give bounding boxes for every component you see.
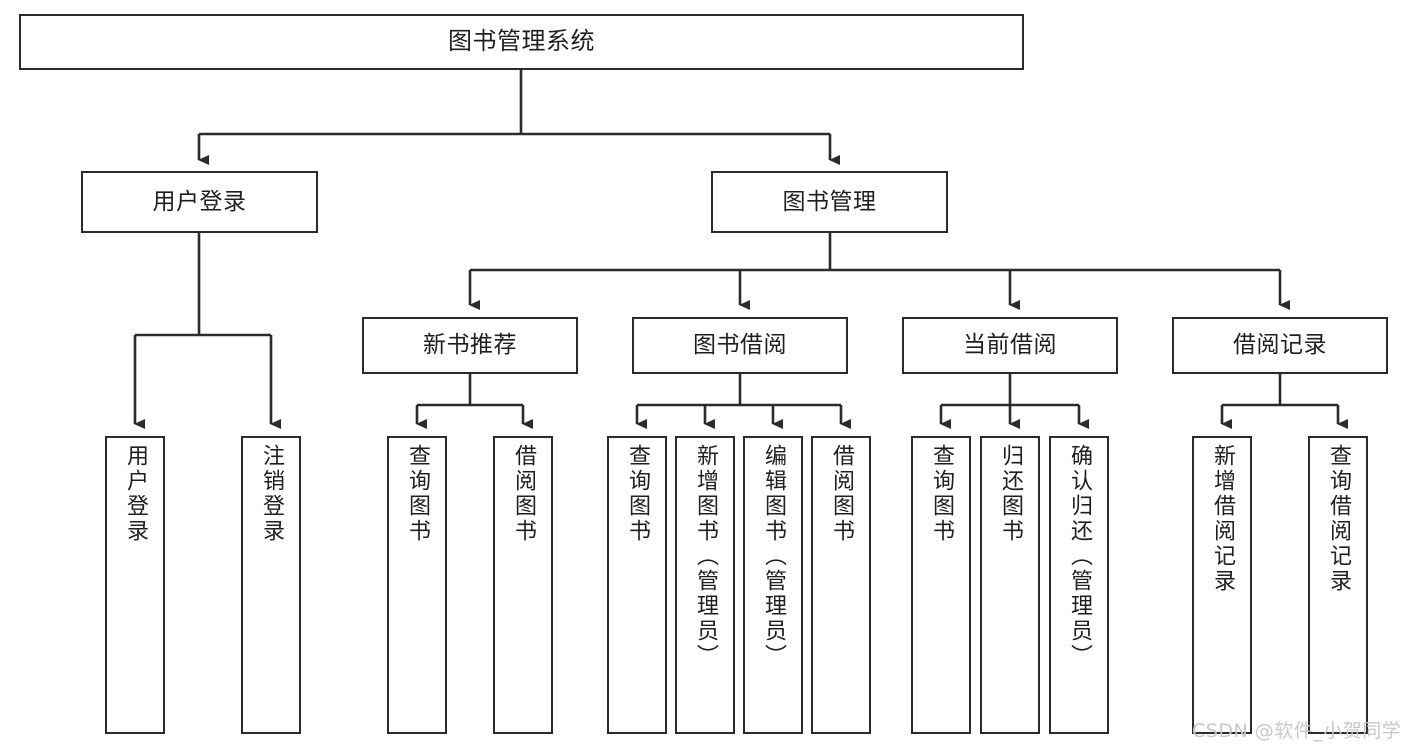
leaf-current-borrow-query[interactable]: 查询图书 [911, 436, 971, 734]
leaf-user-login-logout[interactable]: 注销登录 [241, 436, 301, 734]
node-label: 新书推荐 [423, 332, 517, 359]
leaf-current-borrow-confirm-return[interactable]: 确认归还（管理员） [1049, 436, 1109, 734]
leaf-borrow-record-query[interactable]: 查询借阅记录 [1308, 436, 1368, 734]
leaf-current-borrow-return[interactable]: 归还图书 [980, 436, 1040, 734]
node-label: 确认归还（管理员） [1067, 444, 1092, 669]
node-label: 图书管理系统 [448, 27, 595, 56]
node-book-management[interactable]: 图书管理 [711, 171, 948, 233]
node-label: 图书借阅 [693, 332, 787, 359]
leaf-new-book-borrow[interactable]: 借阅图书 [493, 436, 553, 734]
node-label: 编辑图书（管理员） [761, 444, 786, 669]
node-label: 查询借阅记录 [1326, 444, 1351, 594]
node-label: 用户登录 [123, 444, 148, 544]
leaf-book-borrow-edit[interactable]: 编辑图书（管理员） [743, 436, 803, 734]
leaf-book-borrow-borrow[interactable]: 借阅图书 [811, 436, 871, 734]
node-label: 新增借阅记录 [1210, 444, 1235, 594]
node-label: 注销登录 [259, 444, 284, 544]
node-label: 借阅图书 [511, 444, 536, 544]
leaf-book-borrow-query[interactable]: 查询图书 [607, 436, 667, 734]
node-label: 归还图书 [998, 444, 1023, 544]
leaf-user-login-login[interactable]: 用户登录 [105, 436, 165, 734]
node-label: 查询图书 [929, 444, 954, 544]
node-borrow-record[interactable]: 借阅记录 [1172, 317, 1388, 374]
leaf-borrow-record-add[interactable]: 新增借阅记录 [1192, 436, 1252, 734]
node-label: 图书管理 [782, 188, 877, 215]
node-new-book-recommend[interactable]: 新书推荐 [362, 317, 578, 374]
node-label: 新增图书（管理员） [693, 444, 718, 669]
node-label: 查询图书 [625, 444, 650, 544]
node-label: 查询图书 [405, 444, 430, 544]
leaf-book-borrow-add[interactable]: 新增图书（管理员） [675, 436, 735, 734]
node-current-borrow[interactable]: 当前借阅 [902, 317, 1118, 374]
node-root-system[interactable]: 图书管理系统 [19, 14, 1024, 70]
node-label: 当前借阅 [963, 332, 1057, 359]
node-book-borrow[interactable]: 图书借阅 [632, 317, 848, 374]
node-user-login[interactable]: 用户登录 [81, 171, 318, 233]
leaf-new-book-query[interactable]: 查询图书 [387, 436, 447, 734]
node-label: 借阅图书 [829, 444, 854, 544]
node-label: 用户登录 [152, 188, 247, 215]
csdn-watermark: CSDN @软件_小贺同学 [1192, 720, 1402, 742]
node-label: 借阅记录 [1233, 332, 1327, 359]
